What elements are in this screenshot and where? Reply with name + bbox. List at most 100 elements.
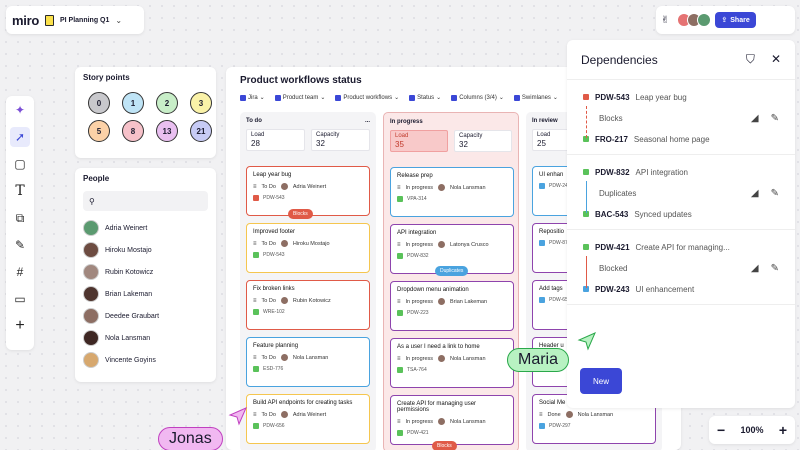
close-icon[interactable]: ✕ — [770, 52, 781, 66]
collaborator-avatars[interactable] — [677, 13, 712, 27]
story-point-chip[interactable]: 13 — [156, 120, 178, 142]
text-icon[interactable]: T — [15, 183, 25, 199]
load-label: Load — [251, 132, 265, 138]
relation-tag[interactable]: Blocks — [432, 441, 457, 450]
reactions-icon[interactable]: ✌ — [661, 14, 670, 26]
card-assignee: Nola Lansman — [577, 411, 614, 418]
dependency-id: FRO-217 — [595, 134, 628, 144]
left-toolbar: ✦ ➚ ▢ T ⧉ ✎ # ▭ + — [6, 96, 34, 350]
person-item[interactable]: Hiroku Mostajo — [83, 239, 208, 261]
chevron-down-icon: ⌄ — [498, 95, 504, 101]
dependency-id: PDW-543 — [595, 92, 630, 102]
chevron-down-icon: ⌄ — [320, 95, 326, 101]
zoom-in-button[interactable]: + — [778, 422, 787, 438]
edit-icon[interactable]: ✎ — [770, 112, 779, 124]
person-item[interactable]: Deedee Graubart — [83, 305, 208, 327]
card-id: PDW-421 — [407, 430, 429, 436]
sparkle-icon[interactable]: ✦ — [14, 103, 26, 117]
chevron-down-icon: ⌄ — [552, 95, 558, 101]
jira-icon[interactable]: ◢ — [750, 262, 759, 274]
edit-icon[interactable]: ✎ — [770, 262, 779, 274]
jira-icon[interactable]: ◢ — [750, 187, 759, 199]
relation-tag[interactable]: Duplicates — [435, 266, 469, 276]
zoom-out-button[interactable]: − — [717, 422, 726, 438]
edit-icon[interactable]: ✎ — [770, 187, 779, 199]
avatar — [438, 355, 446, 362]
lines-icon: ≡ — [253, 240, 257, 247]
sticky-note-icon[interactable]: ▢ — [14, 157, 26, 171]
new-dependency-button[interactable]: New — [580, 368, 622, 394]
task-card[interactable]: Create API for managing user permissions… — [390, 395, 514, 445]
cursor-icon[interactable]: ➚ — [10, 127, 30, 147]
board-filter[interactable]: Columns (3/4)⌄ — [451, 94, 504, 101]
board-name[interactable]: PI Planning Q1 — [59, 16, 110, 24]
person-name: Rubin Kotowicz — [105, 268, 154, 276]
story-icon — [397, 430, 403, 436]
board-filter[interactable]: Jira⌄ — [240, 94, 265, 101]
task-card[interactable]: As a user I need a link to home≡In progr… — [390, 338, 514, 388]
card-id: PDW-243 — [549, 183, 571, 189]
pen-icon[interactable]: ✎ — [14, 238, 26, 252]
card-id-row: PDW-223 — [397, 310, 507, 316]
story-point-chip[interactable]: 5 — [88, 120, 110, 142]
jira-icon[interactable]: ◢ — [750, 112, 759, 124]
avatar — [280, 183, 288, 190]
shapes-icon[interactable]: ⧉ — [15, 210, 25, 225]
person-item[interactable]: Rubin Kotowicz — [83, 261, 208, 283]
task-card[interactable]: Build API endpoints for creating tasks≡T… — [246, 394, 370, 444]
chevron-down-icon[interactable]: ⌄ — [115, 15, 123, 25]
board-filter[interactable]: Swimlanes⌄ — [513, 94, 558, 101]
share-button[interactable]: ⇪ Share — [715, 12, 756, 28]
board-filter[interactable]: Product team⌄ — [274, 94, 326, 101]
filter-icon[interactable]: ⛉ — [745, 52, 755, 66]
story-point-chip[interactable]: 0 — [88, 92, 110, 114]
story-point-chip[interactable]: 3 — [190, 92, 212, 114]
relation-tag[interactable]: Blocks — [288, 209, 313, 219]
search-icon: ⚲ — [89, 196, 95, 206]
board-filter[interactable]: Status⌄ — [409, 94, 441, 101]
story-point-chip[interactable]: 8 — [122, 120, 144, 142]
more-icon[interactable]: ... — [364, 118, 370, 124]
miro-logo[interactable]: miro — [12, 12, 39, 28]
person-item[interactable]: Nola Lansman — [83, 327, 208, 349]
board-filter[interactable]: Product workflows⌄ — [335, 94, 399, 101]
relation-actions: ◢✎ — [751, 263, 779, 274]
story-point-chip[interactable]: 21 — [190, 120, 212, 142]
person-item[interactable]: Vincente Goyins — [83, 349, 208, 371]
dependency-arrow — [586, 106, 587, 138]
filter-icon — [513, 94, 520, 101]
plus-icon[interactable]: + — [15, 317, 25, 334]
story-point-chip[interactable]: 1 — [122, 92, 144, 114]
story-point-chip[interactable]: 2 — [156, 92, 178, 114]
person-item[interactable]: Adria Weinert — [83, 217, 208, 239]
comment-icon[interactable]: ▭ — [14, 292, 26, 306]
frame-icon[interactable]: # — [16, 265, 24, 279]
avatar[interactable] — [697, 13, 712, 27]
card-status: In progress — [405, 298, 434, 305]
board-icon — [44, 14, 54, 26]
person-name: Adria Weinert — [105, 224, 148, 232]
people-search-input[interactable]: ⚲ — [83, 191, 208, 211]
story-icon — [397, 367, 403, 373]
card-id-row: PDW-243 — [539, 183, 649, 189]
person-item[interactable]: Brian Lakeman — [83, 283, 208, 305]
card-id-row: PDW-655 — [539, 297, 649, 303]
card-status: To Do — [261, 297, 276, 304]
